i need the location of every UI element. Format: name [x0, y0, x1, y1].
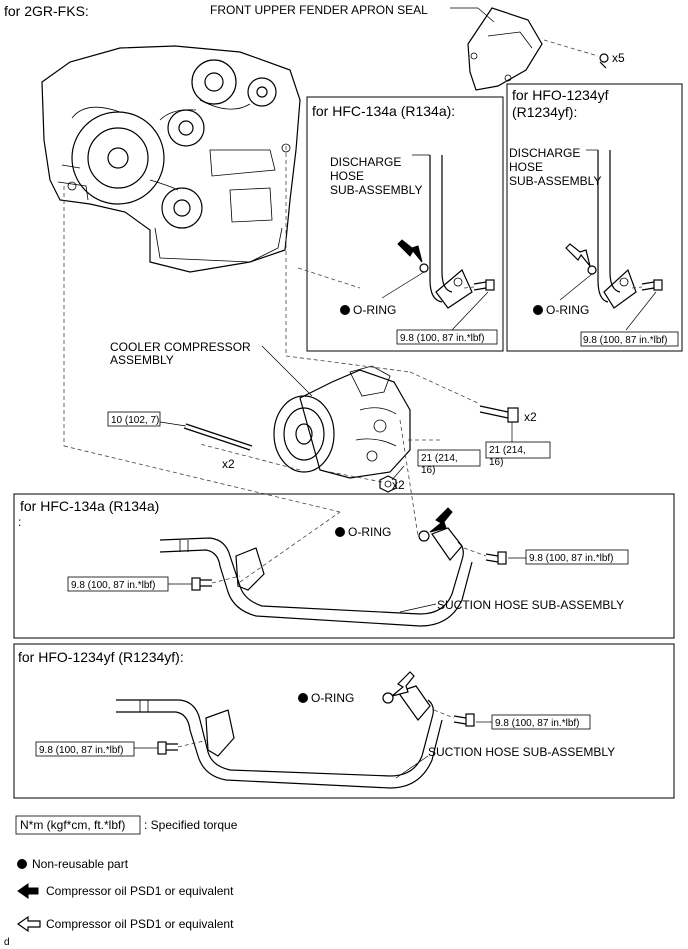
fender-apron-seal	[467, 7, 543, 91]
oil-arrow-filled-icon	[429, 507, 453, 533]
discharge-hose-hfo1234yf	[597, 150, 637, 309]
legend-nonreusable-text: Non-reusable part	[32, 857, 129, 871]
nonreusable-dot-icon	[335, 527, 345, 537]
legend-oil-filled-text: Compressor oil PSD1 or equivalent	[46, 884, 234, 898]
compressor-label-2: ASSEMBLY	[110, 353, 174, 367]
nonreusable-dot-icon	[340, 305, 350, 315]
torque-box	[525, 549, 629, 565]
torque-box	[67, 576, 169, 592]
discharge-label-1: DISCHARGE	[509, 146, 580, 160]
torque-value: 16)	[489, 457, 503, 468]
fender-seal-qty: x5	[612, 51, 625, 65]
bolt-icon	[641, 279, 663, 291]
oring-part	[587, 265, 597, 275]
discharge-label-3: SUB-ASSEMBLY	[509, 174, 601, 188]
suction-hose-label: SUCTION HOSE SUB-ASSEMBLY	[437, 598, 624, 612]
oring-label: O-RING	[348, 525, 391, 539]
discharge-label-3: SUB-ASSEMBLY	[330, 183, 422, 197]
panel-suction-hfc134a	[13, 493, 675, 639]
oil-arrow-filled-icon	[397, 239, 423, 263]
nonreusable-dot-icon	[298, 693, 308, 703]
torque-value: 16)	[421, 465, 435, 476]
legend-oil-filled-arrow-icon	[17, 883, 39, 899]
panel-discharge-hfo1234yf-title-2: (R1234yf):	[512, 104, 577, 120]
torque-value: 9.8 (100, 87 in.*lbf)	[583, 335, 668, 346]
legend-torque-desc: : Specified torque	[144, 818, 238, 832]
oring-label: O-RING	[353, 303, 396, 317]
oring-part	[382, 692, 394, 704]
legend: N*m (kgf*cm, ft.*lbf) : Specified torque…	[15, 815, 238, 933]
panel-discharge-hfo1234yf	[506, 83, 683, 352]
torque-box	[580, 331, 679, 347]
panel-discharge-hfc134a	[306, 96, 504, 352]
bolt-icon	[191, 577, 212, 591]
bolt-icon	[157, 741, 178, 755]
compressor-label-1: COOLER COMPRESSOR	[110, 340, 251, 354]
fender-seal-label: FRONT UPPER FENDER APRON SEAL	[210, 3, 428, 17]
torque-value: 21 (214,	[489, 445, 526, 456]
nut-qty: x2	[392, 478, 405, 492]
stud-qty: x2	[222, 457, 235, 471]
torque-value: 9.8 (100, 87 in.*lbf)	[400, 333, 485, 344]
clip-icon	[599, 53, 609, 69]
torque-box	[417, 449, 481, 467]
bolt-icon	[473, 279, 495, 291]
bolt-icon	[479, 405, 519, 423]
legend-torque-box	[15, 815, 141, 835]
panel-suction-hfc134a-title-suffix: :	[18, 515, 21, 529]
torque-value: 9.8 (100, 87 in.*lbf)	[495, 718, 580, 729]
stud-bolt	[183, 423, 253, 451]
oil-arrow-outline-icon	[391, 671, 415, 697]
panel-discharge-hfo1234yf-title-1: for HFO-1234yf	[512, 87, 609, 103]
legend-nonreusable-dot-icon	[17, 859, 27, 869]
oring-label: O-RING	[546, 303, 589, 317]
bolt-icon	[485, 551, 507, 565]
panel-discharge-hfc134a-title: for HFC-134a (R134a):	[312, 103, 455, 119]
torque-box	[485, 441, 551, 459]
panel-suction-hfo1234yf	[13, 643, 675, 799]
panel-suction-hfc134a-title: for HFC-134a (R134a)	[20, 498, 159, 514]
oring-part	[418, 530, 430, 542]
torque-value: 10 (102, 7)	[111, 415, 159, 426]
discharge-label-2: HOSE	[330, 169, 364, 183]
nut-icon	[379, 475, 397, 493]
footer-code: d	[4, 937, 10, 948]
legend-torque-text: N*m (kgf*cm, ft.*lbf)	[20, 818, 125, 832]
torque-box	[396, 329, 498, 345]
torque-value: 9.8 (100, 87 in.*lbf)	[39, 745, 124, 756]
torque-box	[107, 411, 161, 427]
suction-hose-hfc134a	[159, 527, 473, 627]
oil-arrow-outline-icon	[565, 243, 591, 267]
oring-part	[419, 263, 429, 273]
diagram-title: for 2GR-FKS:	[4, 3, 89, 19]
legend-oil-outline-arrow-icon	[16, 915, 41, 933]
torque-value: 9.8 (100, 87 in.*lbf)	[71, 580, 156, 591]
bolt-icon	[453, 713, 475, 727]
nonreusable-dot-icon	[533, 305, 543, 315]
legend-oil-outline-text: Compressor oil PSD1 or equivalent	[46, 917, 234, 931]
bolt-qty: x2	[524, 410, 537, 424]
cooler-compressor	[273, 365, 411, 479]
torque-value: 9.8 (100, 87 in.*lbf)	[529, 553, 614, 564]
suction-hose-hfo1234yf	[116, 685, 443, 789]
discharge-label-1: DISCHARGE	[330, 155, 401, 169]
discharge-label-2: HOSE	[509, 160, 543, 174]
torque-box	[491, 714, 591, 730]
discharge-hose-hfc134a	[429, 155, 473, 309]
panel-suction-hfo1234yf-title: for HFO-1234yf (R1234yf):	[18, 649, 184, 665]
torque-box	[35, 741, 135, 757]
engine-illustration	[41, 45, 301, 273]
suction-hose-label: SUCTION HOSE SUB-ASSEMBLY	[428, 745, 615, 759]
oring-label: O-RING	[311, 691, 354, 705]
torque-value: 21 (214,	[421, 453, 458, 464]
